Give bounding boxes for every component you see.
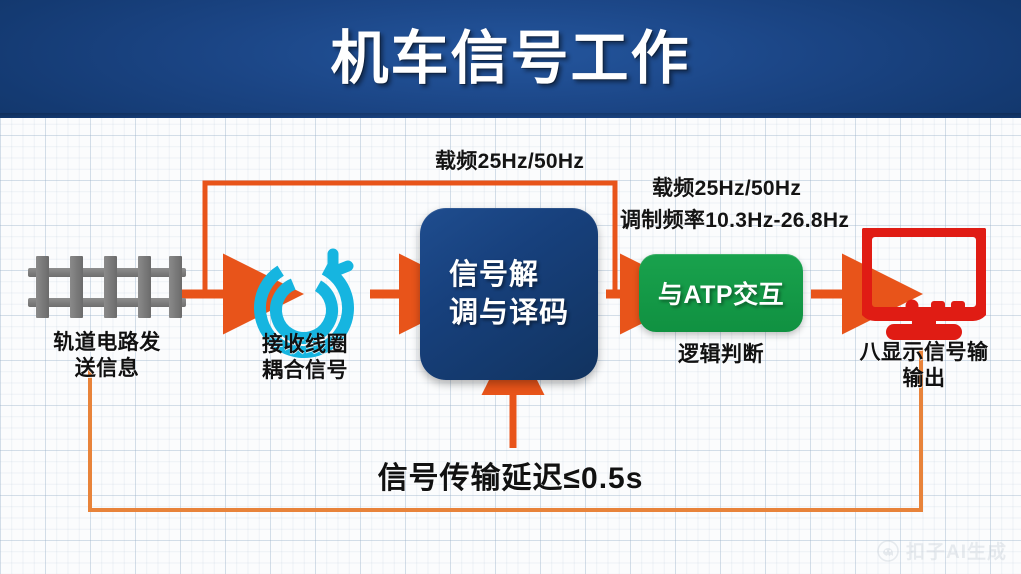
- watermark: 扣子AI生成: [877, 537, 1007, 564]
- rail-tie: [138, 256, 151, 318]
- title-banner: 机车信号工作: [0, 0, 1021, 118]
- rail-tie: [36, 256, 49, 318]
- annotation-top-carrier: 载频25Hz/50Hz: [435, 150, 585, 173]
- rail-tie: [70, 256, 83, 318]
- diagram-area: 轨道电路发 送信息 接收线圈 耦合信号 信号解 调与译码 与ATP交互 逻辑判断: [0, 118, 1021, 574]
- monitor-icon: [858, 223, 990, 342]
- node-label: 与ATP交互: [657, 281, 785, 309]
- node-atp-box[interactable]: 与ATP交互: [639, 254, 803, 332]
- rail-tie: [104, 256, 117, 318]
- node-atp-caption: 逻辑判断: [639, 342, 803, 368]
- annotation-right-modulation: 调制频率10.3Hz-26.8Hz: [620, 209, 850, 232]
- ghost-icon: [877, 539, 899, 562]
- node-caption: 接收线圈 耦合信号: [262, 333, 348, 382]
- railway-track-icon: [28, 256, 186, 318]
- connector-layer: [88, 180, 923, 512]
- node-caption: 逻辑判断: [678, 343, 764, 366]
- node-caption: 轨道电路发 送信息: [53, 331, 161, 380]
- node-caption: 八显示信号输 输出: [859, 341, 989, 390]
- rail-tie: [169, 256, 182, 318]
- watermark-text: 扣子AI生成: [905, 542, 1007, 563]
- page-title: 机车信号工作: [330, 26, 691, 91]
- node-signal-output: 八显示信号输 输出: [845, 340, 1003, 391]
- annotation-right-carrier: 载频25Hz/50Hz: [652, 177, 802, 200]
- node-label: 信号解 调与译码: [448, 258, 569, 329]
- connector-feedback-loop: [88, 348, 923, 512]
- node-demodulation-box[interactable]: 信号解 调与译码: [420, 208, 598, 380]
- connector-top-bypass: [202, 180, 618, 294]
- node-receiving-coil: 接收线圈 耦合信号: [222, 332, 388, 383]
- coil-icon: [248, 248, 360, 360]
- annotation-bottom-delay: 信号传输延迟≤0.5s: [377, 462, 644, 495]
- node-track-circuit: 轨道电路发 送信息: [0, 330, 214, 381]
